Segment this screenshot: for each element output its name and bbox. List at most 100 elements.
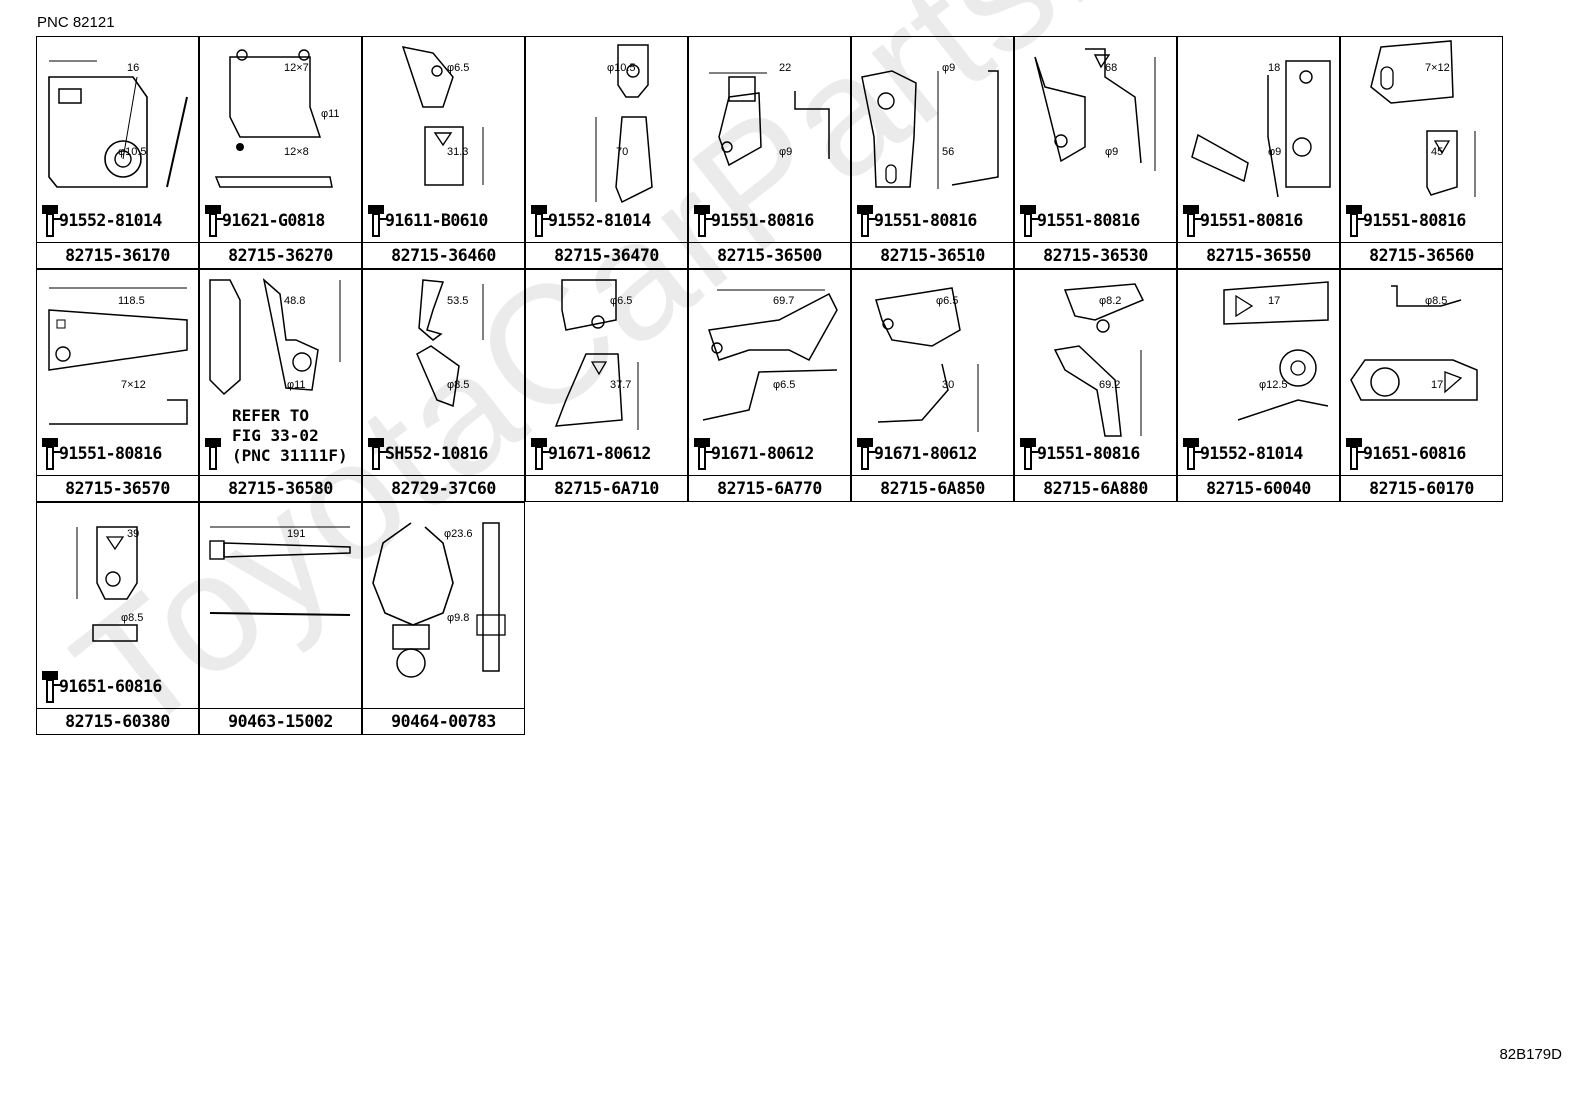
part-number[interactable]: 82715-6A850 <box>852 475 1013 502</box>
refer-note: REFER TO FIG 33-02 (PNC 31111F) <box>232 406 348 465</box>
dimension-label: φ8.2 <box>1099 295 1121 307</box>
part-cell: 12×7 12×8 φ11 91621-G0818 82715-36270 <box>199 36 362 269</box>
bolt-part-number: 91552-81014 <box>548 211 651 230</box>
dimension-label: φ6.5 <box>610 295 632 307</box>
bolt-icon <box>857 438 877 470</box>
part-number[interactable]: 82715-36270 <box>200 242 361 269</box>
dimension-label: φ9 <box>779 146 792 158</box>
dimension-label: φ6.5 <box>936 295 958 307</box>
part-number[interactable]: 82715-6A710 <box>526 475 687 502</box>
part-number[interactable]: 82729-37C60 <box>363 475 524 502</box>
part-drawing: 53.5 φ8.5 <box>416 279 484 408</box>
part-cell: φ8.2 69.2 91551-80816 82715-6A880 <box>1014 269 1177 502</box>
dimension-label: φ10.5 <box>118 146 147 158</box>
part-cell: 17 φ12.5 91552-81014 82715-60040 <box>1177 269 1340 502</box>
part-number[interactable]: 82715-36460 <box>363 242 524 269</box>
bolt-part-number: 91551-80816 <box>874 211 977 230</box>
part-number[interactable]: 82715-36560 <box>1341 242 1502 269</box>
dimension-label: 45 <box>1431 146 1443 158</box>
dimension-label: φ9 <box>1105 146 1118 158</box>
bolt-icon <box>205 438 221 470</box>
dimension-label: φ23.6 <box>444 528 473 540</box>
part-number[interactable]: 82715-6A770 <box>689 475 850 502</box>
dimension-label: 56 <box>942 146 954 158</box>
dimension-label: 12×8 <box>284 146 309 158</box>
part-number[interactable]: 82715-6A880 <box>1015 475 1176 502</box>
dimension-label: 17 <box>1431 379 1443 391</box>
dimension-label: φ11 <box>321 108 340 120</box>
part-number[interactable]: 82715-36470 <box>526 242 687 269</box>
part-number[interactable]: 82715-36550 <box>1178 242 1339 269</box>
dimension-label: 48.8 <box>284 295 305 307</box>
bolt-icon <box>531 205 551 237</box>
bolt-icon <box>531 438 551 470</box>
dimension-label: 17 <box>1268 295 1280 307</box>
bolt-part-number: 91551-80816 <box>1037 444 1140 463</box>
bolt-part-number: SH552-10816 <box>385 444 488 463</box>
bolt-icon <box>1020 205 1040 237</box>
part-cell: φ6.5 37.7 91671-80612 82715-6A710 <box>525 269 688 502</box>
bolt-part-number: 91552-81014 <box>59 211 162 230</box>
part-number[interactable]: 82715-36580 <box>200 475 361 502</box>
bolt-icon <box>1183 438 1203 470</box>
bolt-part-number: 91671-80612 <box>548 444 651 463</box>
part-drawing: 69.7φ6.5 <box>702 289 838 421</box>
bolt-part-number: 91551-80816 <box>1200 211 1303 230</box>
part-number[interactable]: 82715-36570 <box>37 475 198 502</box>
part-drawing: 118.57×12 <box>48 287 188 425</box>
part-number[interactable]: 82715-36170 <box>37 242 198 269</box>
part-number[interactable]: 82715-36510 <box>852 242 1013 269</box>
dimension-label: 191 <box>287 528 305 540</box>
dimension-label: φ12.5 <box>1259 379 1288 391</box>
dimension-label: 16 <box>127 62 139 74</box>
dimension-label: 39 <box>127 528 139 540</box>
part-drawing: φ6.531.3 <box>401 46 484 186</box>
bolt-icon <box>205 205 225 237</box>
dimension-label: 70 <box>616 146 628 158</box>
part-number[interactable]: 82715-60380 <box>37 708 198 735</box>
part-drawing: 7×12 45 <box>1370 40 1476 197</box>
part-number[interactable]: 82715-60170 <box>1341 475 1502 502</box>
dimension-label: 69.2 <box>1099 379 1120 391</box>
part-number[interactable]: 82715-60040 <box>1178 475 1339 502</box>
part-number[interactable]: 82715-36500 <box>689 242 850 269</box>
dimension-label: 53.5 <box>447 295 468 307</box>
bolt-part-number: 91651-60816 <box>1363 444 1466 463</box>
bolt-part-number: 91621-G0818 <box>222 211 325 230</box>
bolt-icon <box>42 438 62 470</box>
bolt-part-number: 91552-81014 <box>1200 444 1303 463</box>
part-number[interactable]: 90463-15002 <box>200 708 361 735</box>
bolt-icon <box>694 438 714 470</box>
part-drawing: 39 φ8.5 <box>76 526 143 642</box>
part-number[interactable]: 90464-00783 <box>363 708 524 735</box>
part-drawing: φ6.5 37.7 <box>554 279 639 430</box>
dimension-label: 37.7 <box>610 379 631 391</box>
bolt-part-number: 91671-80612 <box>874 444 977 463</box>
dimension-label: 7×12 <box>1425 62 1450 74</box>
dimension-label: φ9.8 <box>447 612 469 624</box>
bolt-icon <box>1183 205 1203 237</box>
figure-code: 82B179D <box>1499 1046 1562 1063</box>
part-cell: φ23.6 φ9.8 90464-00783 <box>362 502 525 735</box>
dimension-label: 12×7 <box>284 62 309 74</box>
part-number[interactable]: 82715-36530 <box>1015 242 1176 269</box>
dimension-label: φ8.5 <box>447 379 469 391</box>
bolt-icon <box>42 671 62 703</box>
bolt-icon <box>42 205 62 237</box>
dimension-label: φ8.5 <box>121 612 143 624</box>
dimension-label: 18 <box>1268 62 1280 74</box>
